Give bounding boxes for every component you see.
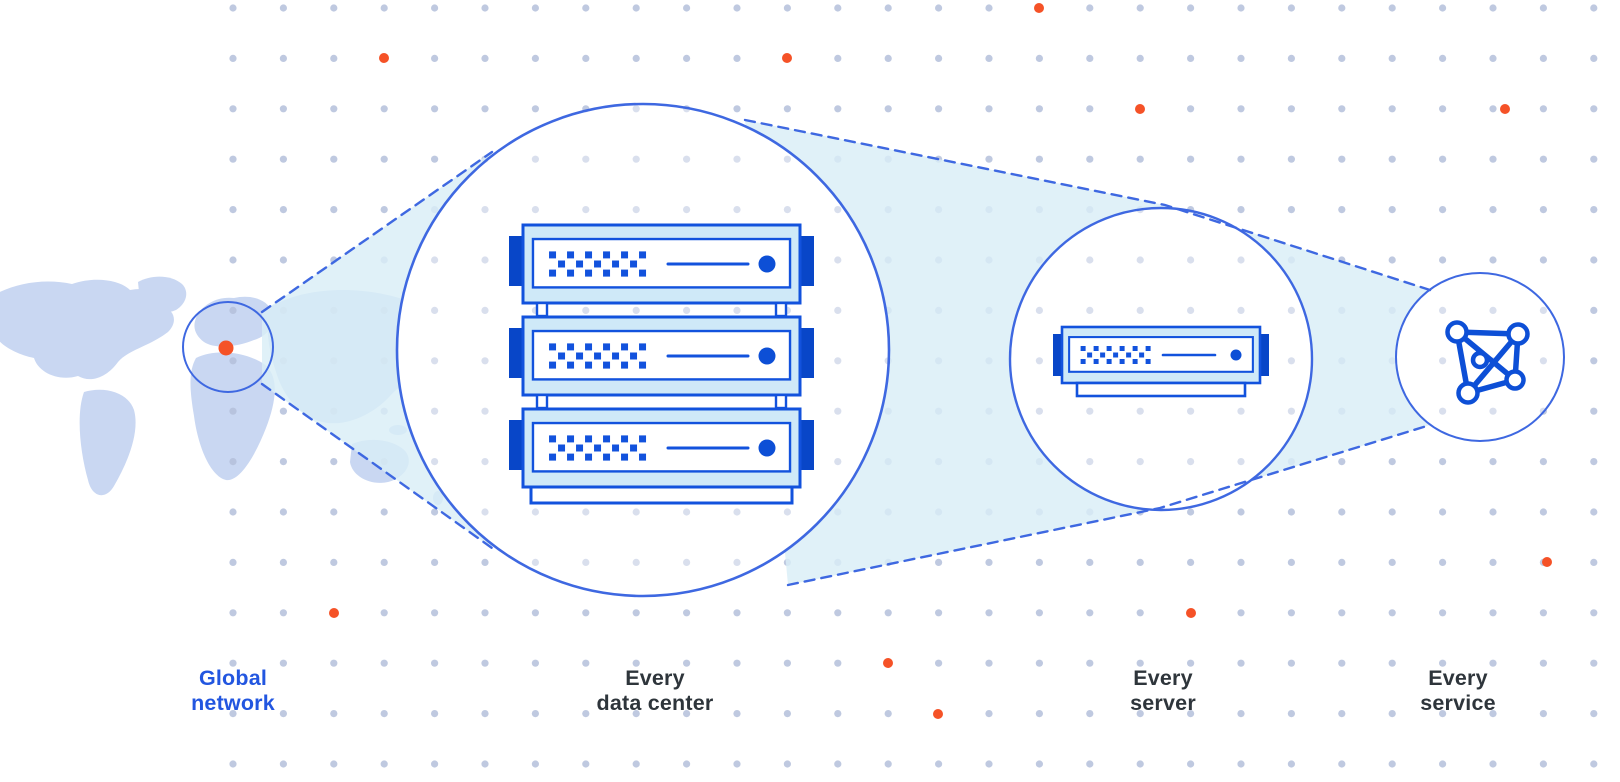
label-global-network: Global network [191, 666, 275, 716]
circle-outlines [182, 102, 1565, 598]
map-pin-dot-icon [218, 340, 234, 356]
server-rack-icon [509, 223, 1269, 505]
network-mesh-icon [1445, 320, 1530, 405]
label-every-service: Every service [1420, 666, 1496, 716]
label-every-server: Every server [1130, 666, 1196, 716]
orange-accent-dots [218, 3, 1552, 719]
label-every-data-center: Every data center [596, 666, 714, 716]
zoom-dashed-lines [260, 118, 1432, 587]
